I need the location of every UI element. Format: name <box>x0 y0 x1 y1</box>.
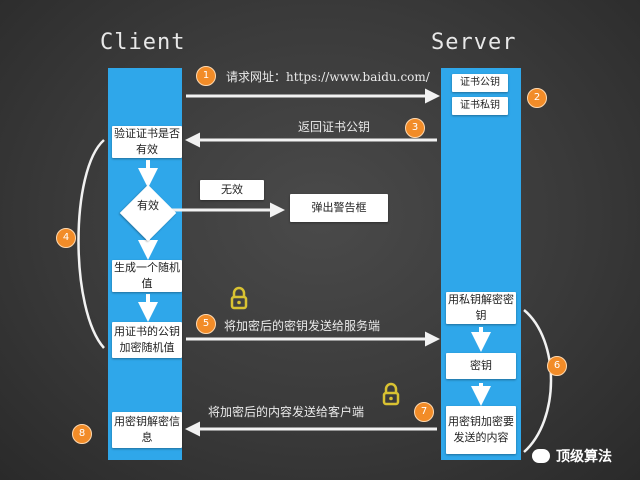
decrypt-info-box: 用密钥解密信息 <box>112 412 182 448</box>
step-badge-1: 1 <box>196 66 216 86</box>
key-box: 密钥 <box>446 353 516 379</box>
warning-box: 弹出警告框 <box>290 194 388 222</box>
step-badge-7: 7 <box>414 402 434 422</box>
send-key-label: 将加密后的密钥发送给服务端 <box>224 319 381 333</box>
verify-cert-box: 验证证书是否有效 <box>112 126 182 158</box>
encrypt-content-box: 用密钥加密要发送的内容 <box>446 406 516 454</box>
lock-icon <box>382 382 400 406</box>
bracket-server-steps <box>523 309 553 453</box>
brand: 顶级算法 <box>532 446 612 466</box>
lock-icon <box>230 286 248 310</box>
cert-private-key-box: 证书私钥 <box>452 97 508 115</box>
client-title: Client <box>100 30 186 55</box>
wechat-icon <box>532 449 550 463</box>
cert-public-key-box: 证书公钥 <box>452 74 508 92</box>
step-badge-4: 4 <box>56 228 76 248</box>
invalid-box: 无效 <box>200 180 264 200</box>
step-badge-5: 5 <box>196 314 216 334</box>
bracket-client-steps <box>77 139 105 349</box>
random-value-box: 生成一个随机值 <box>112 260 182 292</box>
step-badge-2: 2 <box>527 88 547 108</box>
return-cert-label: 返回证书公钥 <box>298 120 371 134</box>
valid-decision-label: 有效 <box>137 199 159 212</box>
server-title: Server <box>431 30 517 55</box>
step-badge-3: 3 <box>405 118 425 138</box>
brand-name: 顶级算法 <box>556 449 612 465</box>
request-label: 请求网址：https://www.baidu.com/ <box>226 70 430 84</box>
step-badge-6: 6 <box>547 356 567 376</box>
encrypt-random-box: 用证书的公钥加密随机值 <box>112 322 182 358</box>
step-badge-8: 8 <box>72 424 92 444</box>
send-content-label: 将加密后的内容发送给客户端 <box>208 405 365 419</box>
decrypt-key-box: 用私钥解密密钥 <box>446 292 516 324</box>
